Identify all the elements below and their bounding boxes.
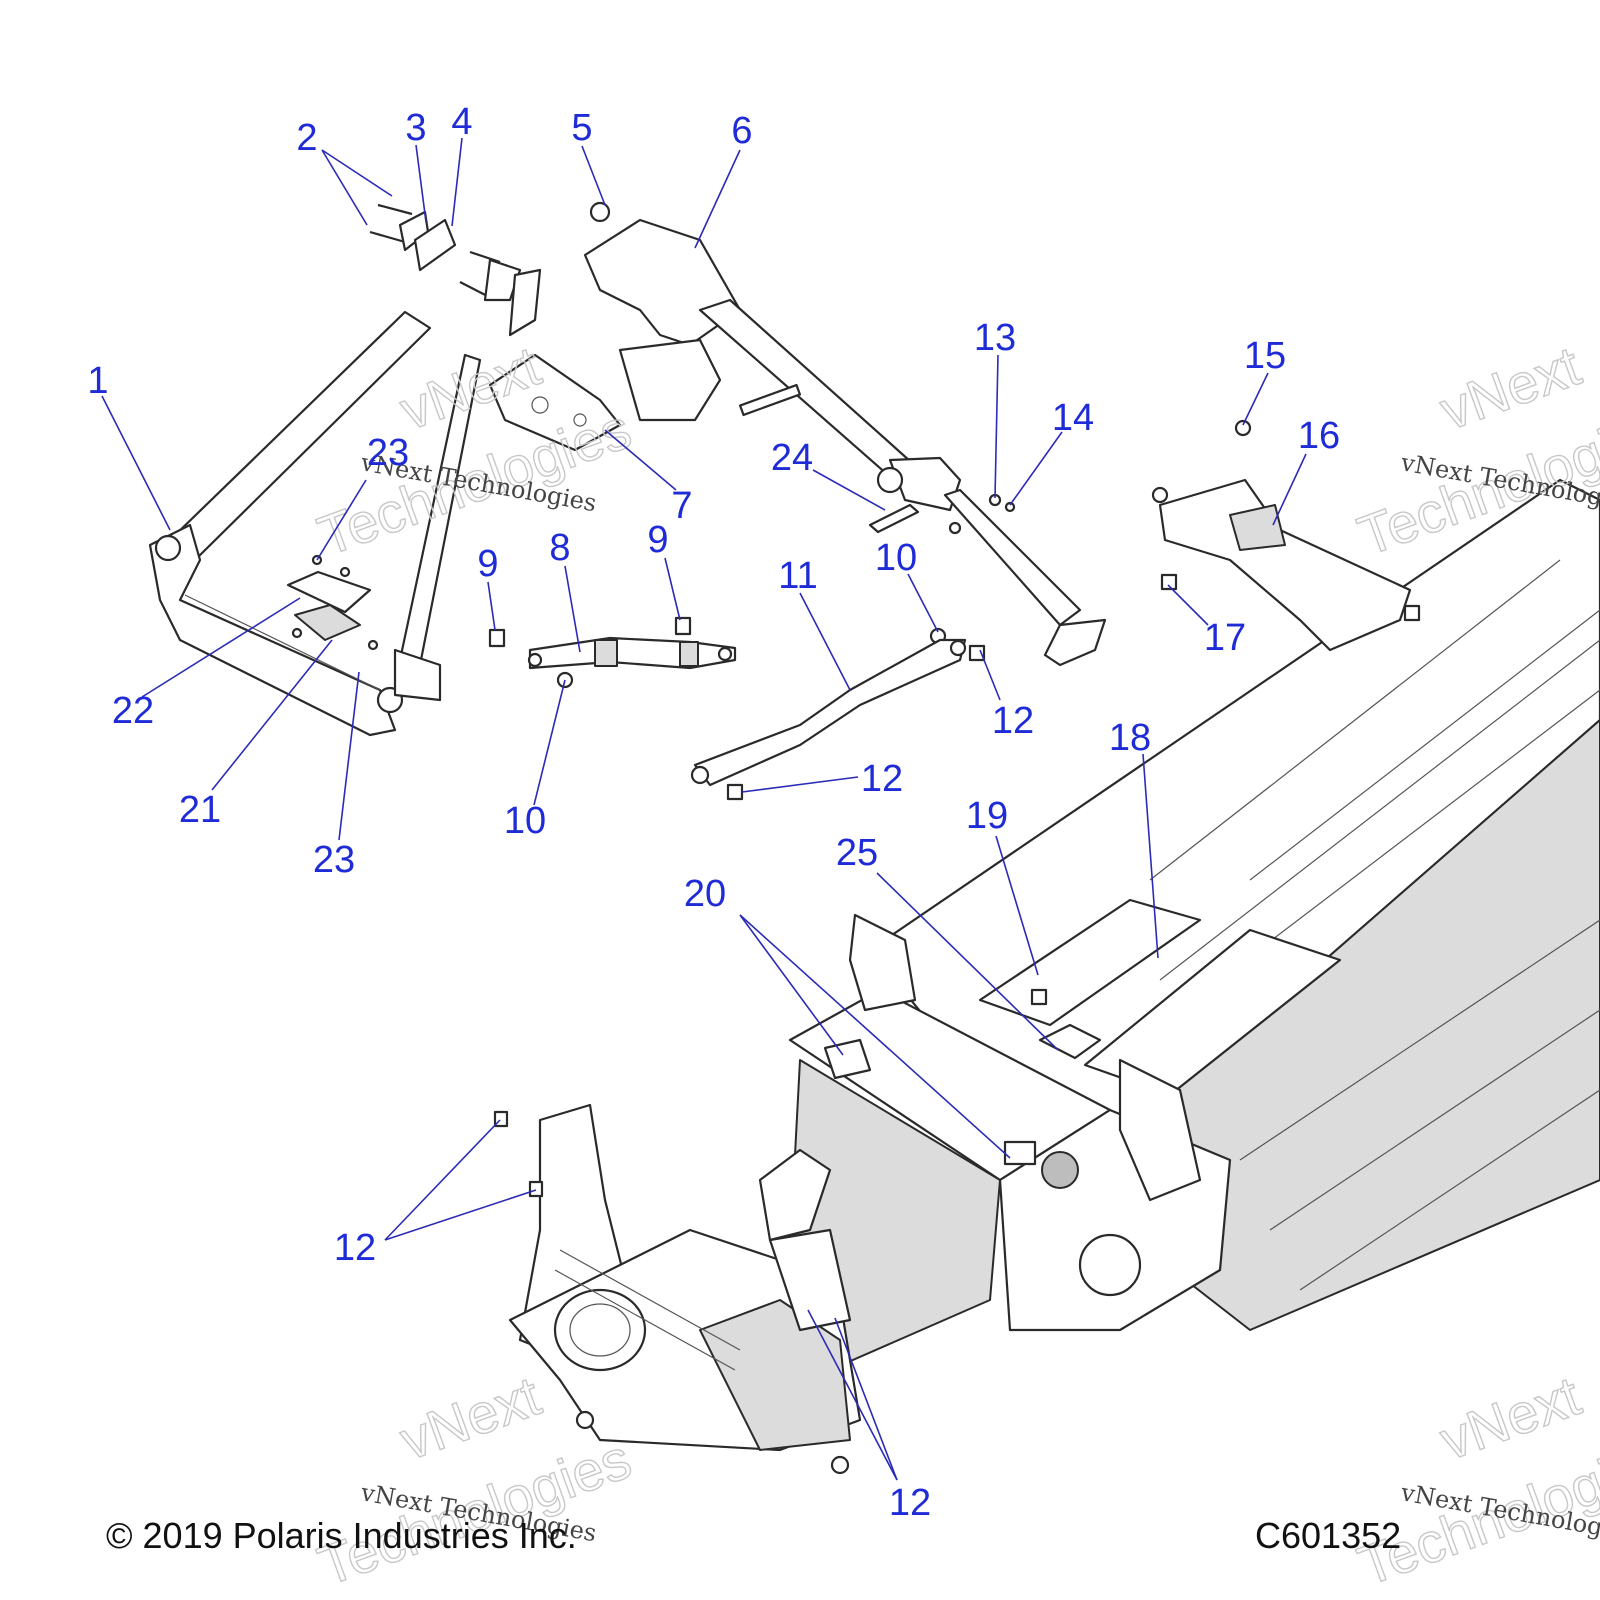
part-6-steering-support xyxy=(583,218,1107,667)
callout-23: 23 xyxy=(313,839,355,881)
callout-8: 8 xyxy=(549,527,570,569)
part-12-bolts xyxy=(493,644,986,1198)
leader-line xyxy=(995,835,1039,976)
leader-line xyxy=(739,914,1011,1159)
callout-16: 16 xyxy=(1298,415,1340,457)
leader-line xyxy=(907,573,939,633)
front-strut-tube xyxy=(393,353,482,702)
callout-15: 15 xyxy=(1244,335,1286,377)
leader-line xyxy=(876,872,1059,1051)
leader-line xyxy=(1272,453,1307,526)
callout-11: 11 xyxy=(778,555,817,597)
leader-line xyxy=(994,354,999,499)
part-8-tie-rod xyxy=(527,636,737,670)
leader-line xyxy=(1242,372,1269,426)
part-11-drag-link xyxy=(690,638,967,787)
callout-10: 10 xyxy=(875,537,917,579)
callout-25: 25 xyxy=(836,832,878,874)
callout-4: 4 xyxy=(451,101,472,143)
leader-line xyxy=(384,1119,501,1241)
callout-9: 9 xyxy=(477,543,498,585)
leader-line xyxy=(564,565,581,653)
leader-line xyxy=(581,145,606,206)
callout-3: 3 xyxy=(405,107,426,149)
callout-12: 12 xyxy=(889,1482,931,1524)
callout-10: 10 xyxy=(504,800,546,842)
leader-line xyxy=(487,581,496,631)
callout-22: 22 xyxy=(112,690,154,732)
leader-line xyxy=(415,144,427,223)
leader-line xyxy=(533,679,566,806)
callout-19: 19 xyxy=(966,795,1008,837)
leader-line xyxy=(451,137,463,227)
callout-2: 2 xyxy=(296,117,317,159)
callout-5: 5 xyxy=(571,107,592,149)
leader-line xyxy=(807,1309,898,1481)
leader-line xyxy=(664,557,681,621)
copyright-notice: © 2019 Polaris Industries Inc. xyxy=(106,1515,577,1556)
parts-13-14-24-hardware xyxy=(868,493,1016,535)
callout-18: 18 xyxy=(1109,717,1151,759)
callout-21: 21 xyxy=(179,789,221,831)
leader-line xyxy=(1167,584,1209,626)
leader-lines xyxy=(101,137,1307,1481)
leader-line xyxy=(739,914,844,1056)
leader-line xyxy=(316,479,367,561)
callout-9: 9 xyxy=(647,519,668,561)
callout-12: 12 xyxy=(334,1227,376,1269)
part-1-frame-tube xyxy=(148,310,432,737)
parts-15-16-17-bracket xyxy=(1151,419,1421,652)
leader-line xyxy=(741,776,859,793)
callout-12: 12 xyxy=(861,758,903,800)
watermark-big-text: vNext xyxy=(1432,1364,1588,1472)
leader-line xyxy=(979,649,1001,701)
diagram-id: C601352 xyxy=(1255,1515,1401,1556)
leader-line xyxy=(799,592,851,691)
callout-12: 12 xyxy=(992,700,1034,742)
callout-24: 24 xyxy=(771,437,813,479)
leader-line xyxy=(211,639,333,791)
leader-line xyxy=(384,1189,537,1241)
callout-23: 23 xyxy=(367,432,409,474)
leader-line xyxy=(141,597,301,698)
leader-line xyxy=(812,469,886,511)
callout-1: 1 xyxy=(87,360,108,402)
watermark-big-text: vNext xyxy=(1432,334,1588,442)
front-suspension-frame xyxy=(508,1103,862,1475)
parts-19-25-items xyxy=(823,988,1102,1166)
leader-line xyxy=(834,1317,898,1481)
leader-line xyxy=(694,149,741,249)
callout-20: 20 xyxy=(684,873,726,915)
callout-7: 7 xyxy=(671,485,692,527)
watermark-big-text: vNext xyxy=(392,1364,548,1472)
callout-17: 17 xyxy=(1204,617,1246,659)
parts-21-22-plates xyxy=(286,554,379,651)
leader-line xyxy=(1142,753,1159,959)
leader-line xyxy=(321,149,368,226)
part-5-clip xyxy=(589,201,611,223)
callout-13: 13 xyxy=(974,317,1016,359)
parts-2-3-4-linkage xyxy=(369,203,542,337)
leader-line xyxy=(101,395,171,531)
leader-line xyxy=(604,429,677,491)
callout-14: 14 xyxy=(1052,397,1094,439)
callout-6: 6 xyxy=(731,110,752,152)
leader-line xyxy=(338,671,360,841)
leader-line xyxy=(1009,431,1063,506)
part-7-bracket xyxy=(488,353,622,452)
part-9-bolts xyxy=(488,616,692,648)
leader-line xyxy=(321,149,393,197)
